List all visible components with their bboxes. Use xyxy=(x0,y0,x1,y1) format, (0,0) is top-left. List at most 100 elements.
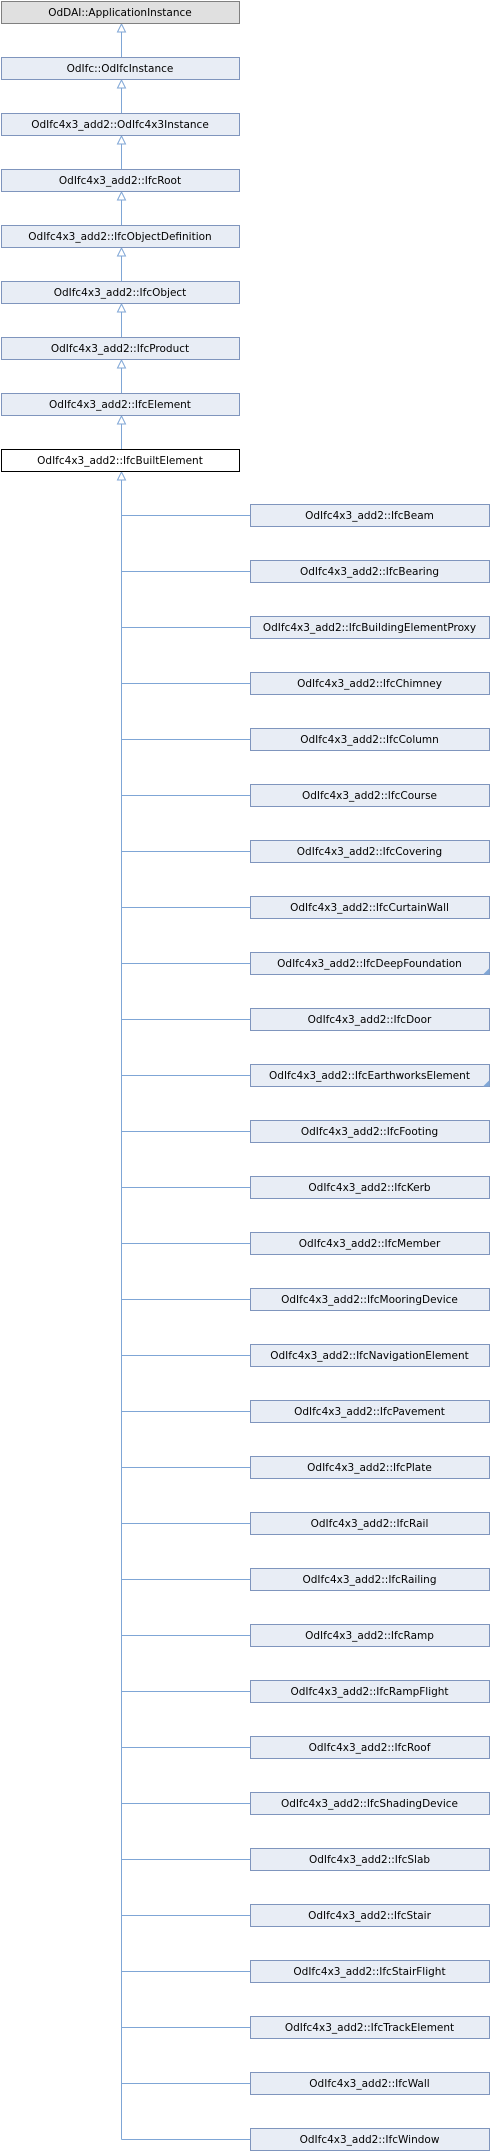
class-node-ifc-footing-label: OdIfc4x3_add2::IfcFooting xyxy=(301,1126,438,1138)
class-node-ifc-chimney[interactable]: OdIfc4x3_add2::IfcChimney xyxy=(250,672,490,695)
class-node-ifc-object-definition-label: OdIfc4x3_add2::IfcObjectDefinition xyxy=(28,231,211,243)
class-node-ifc-navigation-element[interactable]: OdIfc4x3_add2::IfcNavigationElement xyxy=(250,1344,490,1367)
inheritance-arrow-5 xyxy=(116,302,127,313)
class-node-ifc-member[interactable]: OdIfc4x3_add2::IfcMember xyxy=(250,1232,490,1255)
class-node-ifc-object-box xyxy=(1,281,240,304)
class-node-ifc-wall-label: OdIfc4x3_add2::IfcWall xyxy=(309,2078,429,2090)
class-node-ifc-navigation-element-label: OdIfc4x3_add2::IfcNavigationElement xyxy=(270,1350,469,1362)
inheritance-arrow-0 xyxy=(116,22,127,33)
class-node-ifc-object-definition[interactable]: OdIfc4x3_add2::IfcObjectDefinition xyxy=(1,225,240,248)
class-node-ifc-earthworks-element-more-marker xyxy=(483,1080,490,1087)
class-node-ifc-rail[interactable]: OdIfc4x3_add2::IfcRail xyxy=(250,1512,490,1535)
class-node-application-instance[interactable]: OdDAI::ApplicationInstance xyxy=(1,1,240,24)
inheritance-arrow-4 xyxy=(116,246,127,257)
class-node-ifc-stair-label: OdIfc4x3_add2::IfcStair xyxy=(308,1910,432,1922)
class-node-ifc-slab-label: OdIfc4x3_add2::IfcSlab xyxy=(309,1854,430,1866)
inheritance-arrow-1 xyxy=(116,78,127,89)
class-node-ifc-beam[interactable]: OdIfc4x3_add2::IfcBeam xyxy=(250,504,490,527)
class-node-ifc-stair[interactable]: OdIfc4x3_add2::IfcStair xyxy=(250,1904,490,1927)
class-node-ifc-slab[interactable]: OdIfc4x3_add2::IfcSlab xyxy=(250,1848,490,1871)
class-node-ifc-wall[interactable]: OdIfc4x3_add2::IfcWall xyxy=(250,2072,490,2095)
class-node-ifc-roof-label: OdIfc4x3_add2::IfcRoof xyxy=(309,1742,431,1754)
class-node-ifc-course[interactable]: OdIfc4x3_add2::IfcCourse xyxy=(250,784,490,807)
class-node-ifc-stair-flight[interactable]: OdIfc4x3_add2::IfcStairFlight xyxy=(250,1960,490,1983)
class-node-ifc-earthworks-element-label: OdIfc4x3_add2::IfcEarthworksElement xyxy=(269,1070,470,1082)
class-node-ifc-shading-device[interactable]: OdIfc4x3_add2::IfcShadingDevice xyxy=(250,1792,490,1815)
class-node-ifc-railing-label: OdIfc4x3_add2::IfcRailing xyxy=(303,1574,437,1586)
class-node-ifc-mooring-device-label: OdIfc4x3_add2::IfcMooringDevice xyxy=(281,1294,458,1306)
class-node-ifc-pavement-label: OdIfc4x3_add2::IfcPavement xyxy=(294,1406,445,1418)
class-node-ifc-curtain-wall-label: OdIfc4x3_add2::IfcCurtainWall xyxy=(290,902,449,914)
class-node-ifc-shading-device-label: OdIfc4x3_add2::IfcShadingDevice xyxy=(281,1798,458,1810)
class-node-current: OdIfc4x3_add2::IfcBuiltElement xyxy=(1,449,240,472)
inheritance-arrow-7 xyxy=(116,414,127,425)
edges xyxy=(116,22,250,2140)
class-node-ifc-kerb[interactable]: OdIfc4x3_add2::IfcKerb xyxy=(250,1176,490,1199)
class-node-ifc-building-element-proxy[interactable]: OdIfc4x3_add2::IfcBuildingElementProxy xyxy=(250,616,490,639)
class-node-application-instance-box xyxy=(1,1,240,24)
class-node-ifc-ramp-flight[interactable]: OdIfc4x3_add2::IfcRampFlight xyxy=(250,1680,490,1703)
class-node-ifc-root-box xyxy=(1,169,240,192)
class-node-ifc-window-label: OdIfc4x3_add2::IfcWindow xyxy=(300,2134,440,2146)
class-node-ifc-bearing-label: OdIfc4x3_add2::IfcBearing xyxy=(300,566,439,578)
class-node-ifc-footing[interactable]: OdIfc4x3_add2::IfcFooting xyxy=(250,1120,490,1143)
class-node-ifc-deep-foundation-more-marker xyxy=(483,968,490,975)
class-node-ifc-pavement[interactable]: OdIfc4x3_add2::IfcPavement xyxy=(250,1400,490,1423)
class-node-ifc-roof[interactable]: OdIfc4x3_add2::IfcRoof xyxy=(250,1736,490,1759)
class-node-ifc-bearing[interactable]: OdIfc4x3_add2::IfcBearing xyxy=(250,560,490,583)
class-node-ifc-product-box xyxy=(1,337,240,360)
class-node-ifc-stair-flight-label: OdIfc4x3_add2::IfcStairFlight xyxy=(293,1966,445,1978)
class-node-ifc-window[interactable]: OdIfc4x3_add2::IfcWindow xyxy=(250,2128,490,2151)
class-node-ifc-root-label: OdIfc4x3_add2::IfcRoot xyxy=(59,175,181,187)
class-node-ifc-rail-label: OdIfc4x3_add2::IfcRail xyxy=(311,1518,429,1530)
class-node-ifc-member-label: OdIfc4x3_add2::IfcMember xyxy=(299,1238,441,1250)
class-node-od-ifc-instance[interactable]: OdIfc::OdIfcInstance xyxy=(1,57,240,80)
class-node-ifc-ramp-label: OdIfc4x3_add2::IfcRamp xyxy=(305,1630,434,1642)
class-node-ifc-element-label: OdIfc4x3_add2::IfcElement xyxy=(49,399,191,411)
class-node-od-ifc4x3instance[interactable]: OdIfc4x3_add2::OdIfc4x3Instance xyxy=(1,113,240,136)
class-node-application-instance-label: OdDAI::ApplicationInstance xyxy=(48,7,192,19)
class-node-ifc-covering[interactable]: OdIfc4x3_add2::IfcCovering xyxy=(250,840,490,863)
class-node-ifc-railing[interactable]: OdIfc4x3_add2::IfcRailing xyxy=(250,1568,490,1591)
class-node-ifc-door[interactable]: OdIfc4x3_add2::IfcDoor xyxy=(250,1008,490,1031)
class-node-od-ifc-instance-label: OdIfc::OdIfcInstance xyxy=(67,63,174,75)
class-node-ifc-building-element-proxy-label: OdIfc4x3_add2::IfcBuildingElementProxy xyxy=(263,622,476,634)
inheritance-arrow-6 xyxy=(116,358,127,369)
class-node-ifc-plate[interactable]: OdIfc4x3_add2::IfcPlate xyxy=(250,1456,490,1479)
class-node-ifc-track-element-label: OdIfc4x3_add2::IfcTrackElement xyxy=(285,2022,454,2034)
class-node-ifc-element-box xyxy=(1,393,240,416)
class-node-ifc-product-label: OdIfc4x3_add2::IfcProduct xyxy=(51,343,189,355)
class-node-ifc-earthworks-element[interactable]: OdIfc4x3_add2::IfcEarthworksElement xyxy=(250,1064,490,1087)
class-node-ifc-mooring-device[interactable]: OdIfc4x3_add2::IfcMooringDevice xyxy=(250,1288,490,1311)
class-node-ifc-deep-foundation-label: OdIfc4x3_add2::IfcDeepFoundation xyxy=(277,958,462,970)
class-node-ifc-covering-label: OdIfc4x3_add2::IfcCovering xyxy=(297,846,442,858)
class-node-ifc-element[interactable]: OdIfc4x3_add2::IfcElement xyxy=(1,393,240,416)
inheritance-arrow-2 xyxy=(116,134,127,145)
class-node-ifc-curtain-wall[interactable]: OdIfc4x3_add2::IfcCurtainWall xyxy=(250,896,490,919)
class-node-ifc-track-element[interactable]: OdIfc4x3_add2::IfcTrackElement xyxy=(250,2016,490,2039)
class-node-ifc-product[interactable]: OdIfc4x3_add2::IfcProduct xyxy=(1,337,240,360)
class-node-ifc-chimney-label: OdIfc4x3_add2::IfcChimney xyxy=(297,678,442,690)
class-node-ifc-deep-foundation[interactable]: OdIfc4x3_add2::IfcDeepFoundation xyxy=(250,952,490,975)
class-node-ifc-plate-label: OdIfc4x3_add2::IfcPlate xyxy=(307,1462,432,1474)
class-node-ifc-object[interactable]: OdIfc4x3_add2::IfcObject xyxy=(1,281,240,304)
class-node-ifc-object-label: OdIfc4x3_add2::IfcObject xyxy=(54,287,187,299)
class-node-ifc-ramp-flight-label: OdIfc4x3_add2::IfcRampFlight xyxy=(290,1686,448,1698)
class-node-ifc-beam-label: OdIfc4x3_add2::IfcBeam xyxy=(305,510,434,522)
class-node-current-box xyxy=(1,449,240,472)
class-node-ifc-column-label: OdIfc4x3_add2::IfcColumn xyxy=(300,734,439,746)
children-trunk-arrow xyxy=(116,470,127,481)
class-node-ifc-kerb-label: OdIfc4x3_add2::IfcKerb xyxy=(308,1182,431,1194)
class-node-ifc-door-label: OdIfc4x3_add2::IfcDoor xyxy=(308,1014,432,1026)
class-node-od-ifc4x3instance-label: OdIfc4x3_add2::OdIfc4x3Instance xyxy=(31,119,209,131)
class-node-ifc-object-definition-box xyxy=(1,225,240,248)
class-node-od-ifc-instance-box xyxy=(1,57,240,80)
inheritance-arrow-3 xyxy=(116,190,127,201)
class-node-ifc-course-label: OdIfc4x3_add2::IfcCourse xyxy=(302,790,437,802)
class-node-ifc-root[interactable]: OdIfc4x3_add2::IfcRoot xyxy=(1,169,240,192)
class-node-current-label: OdIfc4x3_add2::IfcBuiltElement xyxy=(37,455,203,467)
class-node-ifc-ramp[interactable]: OdIfc4x3_add2::IfcRamp xyxy=(250,1624,490,1647)
class-node-ifc-column[interactable]: OdIfc4x3_add2::IfcColumn xyxy=(250,728,490,751)
